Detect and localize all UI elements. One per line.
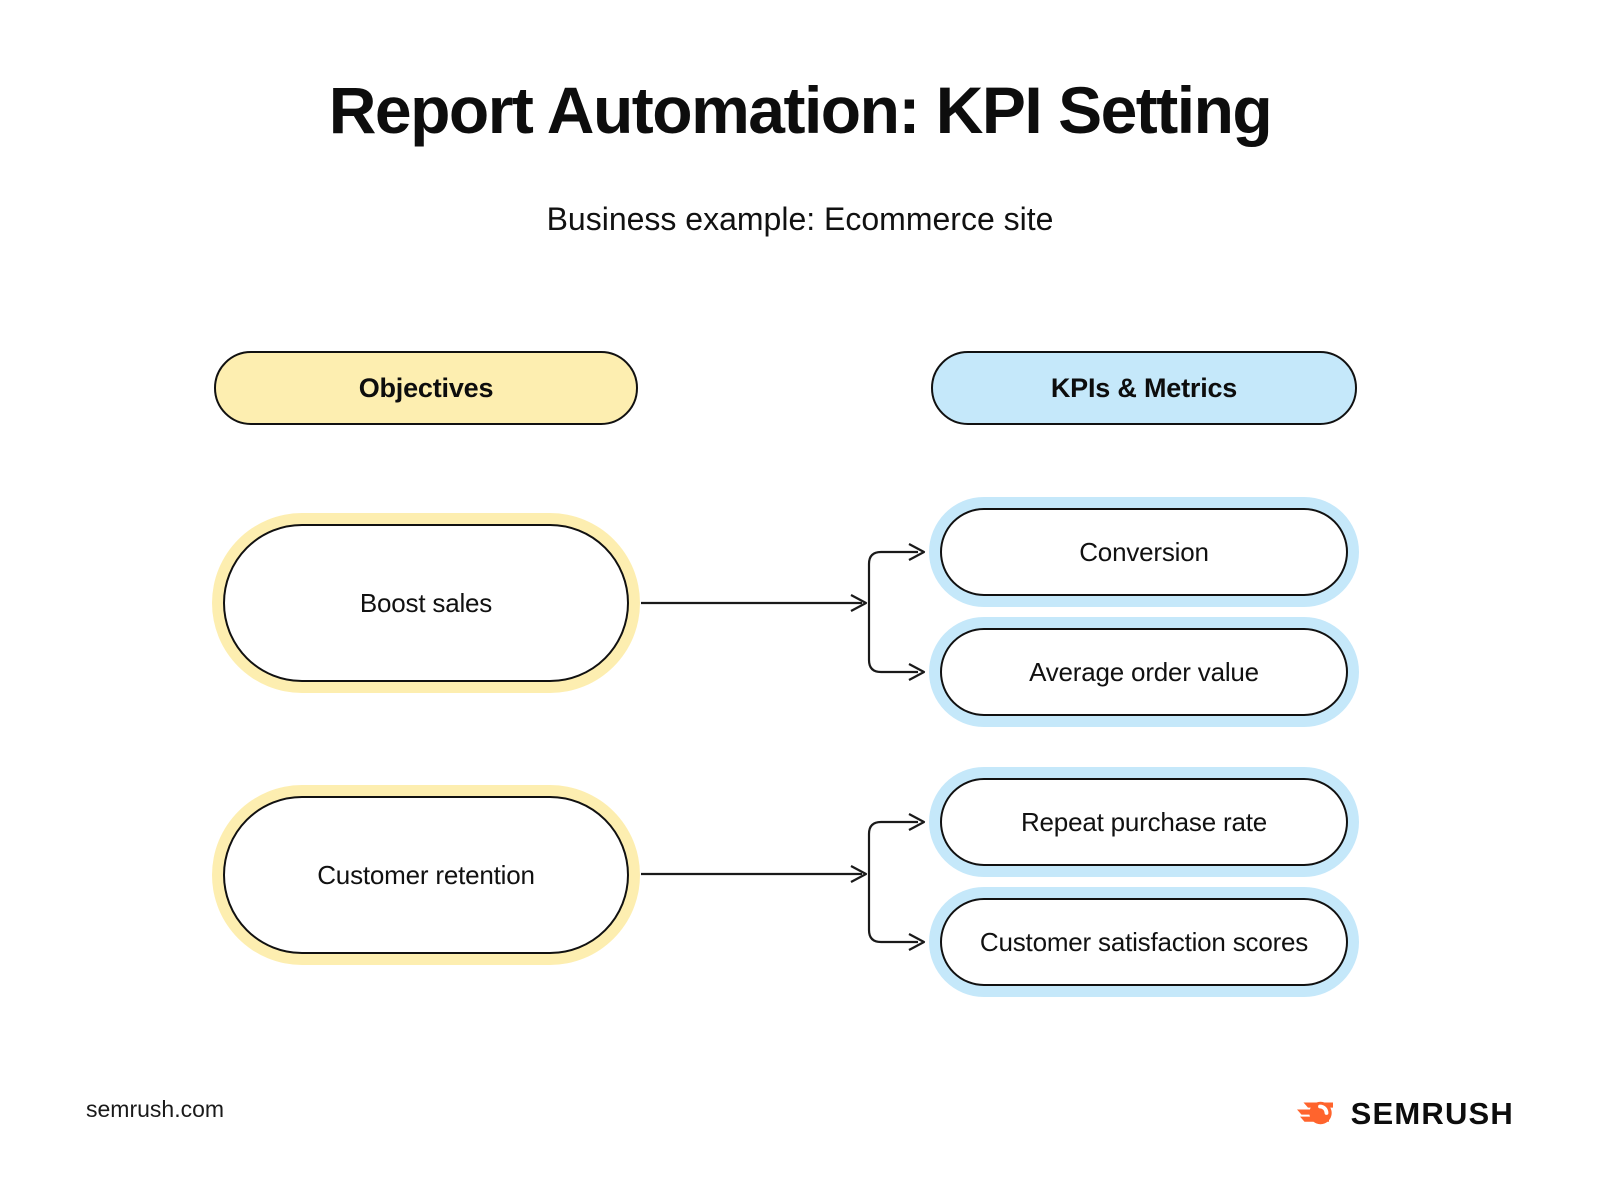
semrush-wordmark: SEMRUSH <box>1350 1095 1514 1131</box>
connector-branch-group-1-top <box>867 550 918 603</box>
column-header-kpis-label: KPIs & Metrics <box>1050 372 1238 403</box>
objective-node-boost-sales[interactable]: Boost sales <box>212 513 640 693</box>
kpi-node-conversion[interactable]: Conversion <box>929 497 1359 607</box>
connector-arrowhead-2-bottom <box>908 933 926 951</box>
footer-url: semrush.com <box>86 1096 225 1122</box>
column-header-objectives: Objectives <box>214 351 638 425</box>
connector-arrowhead-2-top <box>908 813 926 831</box>
kpi-node-repeat-purchase-rate-body: Repeat purchase rate <box>940 778 1348 866</box>
connector-arrowhead-stem-2 <box>850 865 868 883</box>
objective-node-customer-retention[interactable]: Customer retention <box>212 785 640 965</box>
kpi-node-average-order-value[interactable]: Average order value <box>929 617 1359 727</box>
kpi-node-customer-satisfaction-scores-body: Customer satisfaction scores <box>940 898 1348 986</box>
objective-node-boost-sales-body: Boost sales <box>223 524 629 682</box>
page-subtitle: Business example: Ecommerce site <box>546 201 1054 237</box>
kpi-node-conversion-body: Conversion <box>940 508 1348 596</box>
connector-branch-group-2-top <box>867 820 918 874</box>
objective-node-customer-retention-body: Customer retention <box>223 796 629 954</box>
kpi-node-average-order-value-label: Average order value <box>1029 656 1259 687</box>
connector-arrowhead-1-bottom <box>908 663 926 681</box>
kpi-node-repeat-purchase-rate-label: Repeat purchase rate <box>1020 806 1268 837</box>
kpi-node-customer-satisfaction-scores-label: Customer satisfaction scores <box>979 926 1309 957</box>
objective-node-customer-retention-label: Customer retention <box>317 859 535 890</box>
connector-arrowhead-1-top <box>908 543 926 561</box>
connector-branch-group-1-bottom <box>867 603 918 674</box>
connector-arrowhead-stem-1 <box>850 594 868 612</box>
semrush-comet-notch <box>1317 1104 1328 1115</box>
page-title: Report Automation: KPI Setting <box>328 73 1273 147</box>
semrush-comet-icon <box>1296 1101 1333 1125</box>
column-header-objectives-label: Objectives <box>358 372 494 403</box>
kpi-node-repeat-purchase-rate[interactable]: Repeat purchase rate <box>929 767 1359 877</box>
kpi-node-customer-satisfaction-scores[interactable]: Customer satisfaction scores <box>929 887 1359 997</box>
semrush-logo: SEMRUSH <box>1289 1090 1514 1136</box>
kpi-node-conversion-label: Conversion <box>1079 536 1209 567</box>
column-header-kpis: KPIs & Metrics <box>931 351 1357 425</box>
objective-node-boost-sales-label: Boost sales <box>359 587 493 618</box>
kpi-node-average-order-value-body: Average order value <box>940 628 1348 716</box>
connector-branch-group-2-bottom <box>867 874 918 944</box>
